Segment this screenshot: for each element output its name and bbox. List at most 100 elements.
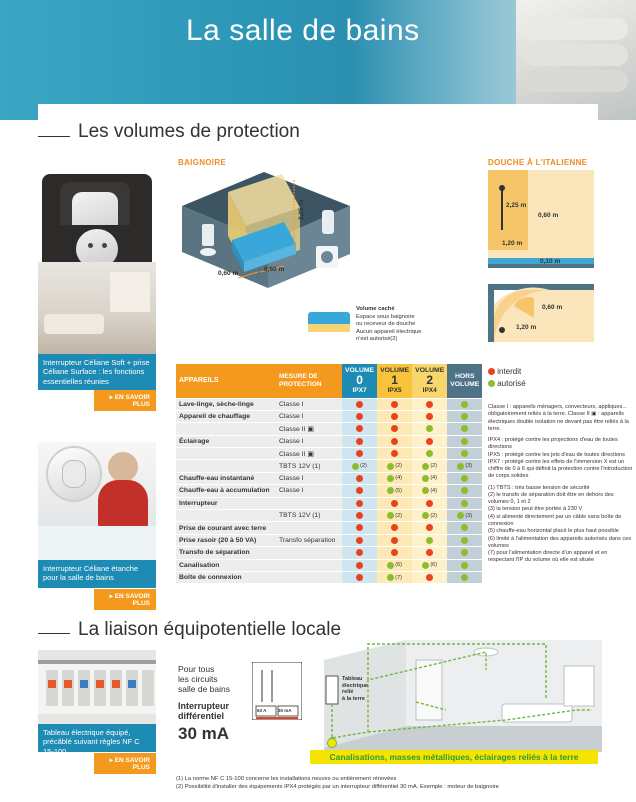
cell-appareil: Prise de courant avec terre: [176, 521, 276, 535]
cell-appareil: Boîte de connexion: [176, 571, 276, 585]
breaker-rating-2: 30 mA: [278, 708, 292, 713]
red-dot-icon: [356, 512, 364, 520]
footnotes: (1) La norme NF C 15-100 concerne les in…: [176, 776, 499, 792]
cell-status: [412, 497, 448, 511]
col-header-appareils: APPAREILS: [176, 364, 276, 399]
cell-status: [342, 472, 378, 486]
cell-status: (5): [377, 484, 413, 498]
table-row: Transfo de séparation: [176, 546, 483, 560]
eq-bold-line: Interrupteur: [178, 700, 230, 711]
cell-status: [447, 484, 483, 498]
cell-status: [412, 447, 448, 461]
note-text: IPX5 : protégé contre les jets d'eau de …: [488, 451, 625, 458]
cell-note: (2): [360, 463, 367, 469]
col-header-mesure: MESURE DE PROTECTION: [276, 364, 342, 399]
section-title-volumes: Les volumes de protection: [78, 121, 300, 142]
cell-status: [412, 534, 448, 548]
cell-appareil: Canalisation: [176, 559, 276, 572]
hidden-volume-title: Volume caché: [356, 306, 395, 312]
green-dot-icon: [461, 400, 469, 408]
note-text: (6) limité à l'alimentation des appareil…: [488, 535, 632, 549]
eq-line: salle de bains: [178, 684, 230, 695]
red-dot-icon: [356, 561, 364, 569]
table-row: Boîte de connexion (7): [176, 571, 483, 585]
cell-status: [447, 435, 483, 449]
ip-rating: IPX4: [422, 387, 437, 395]
red-dot-icon: [356, 524, 364, 532]
cell-appareil: Chauffe-eau à accumulation: [176, 484, 276, 498]
cell-mesure: Transfo séparation: [276, 534, 342, 548]
learn-more-button-2[interactable]: ▸ EN SAVOIR PLUS: [94, 589, 156, 610]
cell-note: (7): [395, 574, 402, 581]
learn-more-button-1[interactable]: ▸ EN SAVOIR PLUS: [94, 390, 156, 411]
green-dot-icon: [461, 536, 469, 544]
cell-appareil: [176, 422, 276, 436]
cell-status: [377, 447, 413, 461]
cell-status: (6): [377, 559, 413, 572]
cell-status: [447, 559, 483, 572]
green-dot-icon: [422, 561, 430, 569]
cell-status: [447, 534, 483, 548]
product-caption-2: Interrupteur Céliane étanche pour la sal…: [38, 560, 156, 588]
red-dot-icon: [391, 437, 399, 445]
volume-number: 2: [426, 373, 434, 388]
section-rule: [38, 136, 70, 137]
cell-status: [377, 497, 413, 511]
red-dot-icon: [356, 549, 364, 557]
green-dot-icon: [461, 425, 469, 433]
cell-status: [412, 546, 448, 560]
cell-appareil: Transfo de séparation: [176, 546, 276, 560]
table-row: Classe II ▣: [176, 422, 483, 436]
panel-label-line: électrique: [342, 682, 368, 689]
red-dot-icon: [488, 368, 495, 376]
learn-more-button-3[interactable]: ▸ EN SAVOIR PLUS: [94, 753, 156, 774]
cell-mesure: TBTS 12V (1): [276, 459, 342, 473]
cell-status: [342, 571, 378, 585]
cell-status: [377, 422, 413, 436]
green-dot-icon: [461, 450, 469, 458]
cell-mesure: [276, 559, 342, 572]
cell-appareil: Éclairage: [176, 435, 276, 449]
red-dot-icon: [391, 536, 399, 544]
eq-line: Pour tous: [178, 664, 215, 674]
legend-item-red: interdit: [488, 367, 526, 376]
cell-status: [377, 546, 413, 560]
towels-image: [516, 0, 636, 120]
note-text: (5) chauffe-eau horizontal placé le plus…: [488, 528, 619, 535]
col-header-volume-2: VOLUME 2 IPX4: [412, 364, 448, 399]
cell-status: [447, 472, 483, 486]
red-dot-icon: [426, 437, 434, 445]
cell-note: (4): [430, 475, 438, 482]
red-dot-icon: [356, 574, 364, 582]
cell-appareil: Chauffe-eau instantané: [176, 472, 276, 486]
cell-status: [342, 546, 378, 560]
cell-status: [342, 447, 378, 461]
product-photo-switch-socket: [38, 170, 156, 266]
bath-dim-1: 0,60 m: [218, 270, 239, 277]
cell-mesure: [276, 497, 342, 511]
red-dot-icon: [391, 524, 399, 532]
panel-label-line: relié: [342, 689, 354, 696]
cell-mesure: TBTS 12V (1): [276, 509, 342, 523]
table-row: Prise de courant avec terre: [176, 521, 483, 535]
cell-status: (2): [342, 459, 378, 473]
cell-mesure: Classe I: [276, 484, 342, 498]
cell-status: (4): [412, 472, 448, 486]
shower-dim-w1: 0,60 m: [538, 212, 559, 219]
volume-number: 0: [356, 373, 363, 388]
cell-appareil: Lave-linge, sèche-linge: [176, 398, 276, 411]
col-header-hors-volume: HORS VOLUME: [447, 364, 483, 399]
cell-mesure: Classe I: [276, 435, 342, 449]
red-dot-icon: [426, 524, 434, 532]
green-dot-icon: [387, 512, 395, 520]
green-dot-icon: [387, 561, 395, 569]
table-row: Classe II ▣: [176, 447, 483, 461]
hidden-volume-line: n'est autorisé(2): [356, 336, 398, 343]
red-dot-icon: [391, 425, 399, 433]
equipotential-text: Pour tous les circuits salle de bains In…: [178, 664, 230, 745]
panel-label: Tableau électrique relié à la terre: [342, 676, 368, 702]
